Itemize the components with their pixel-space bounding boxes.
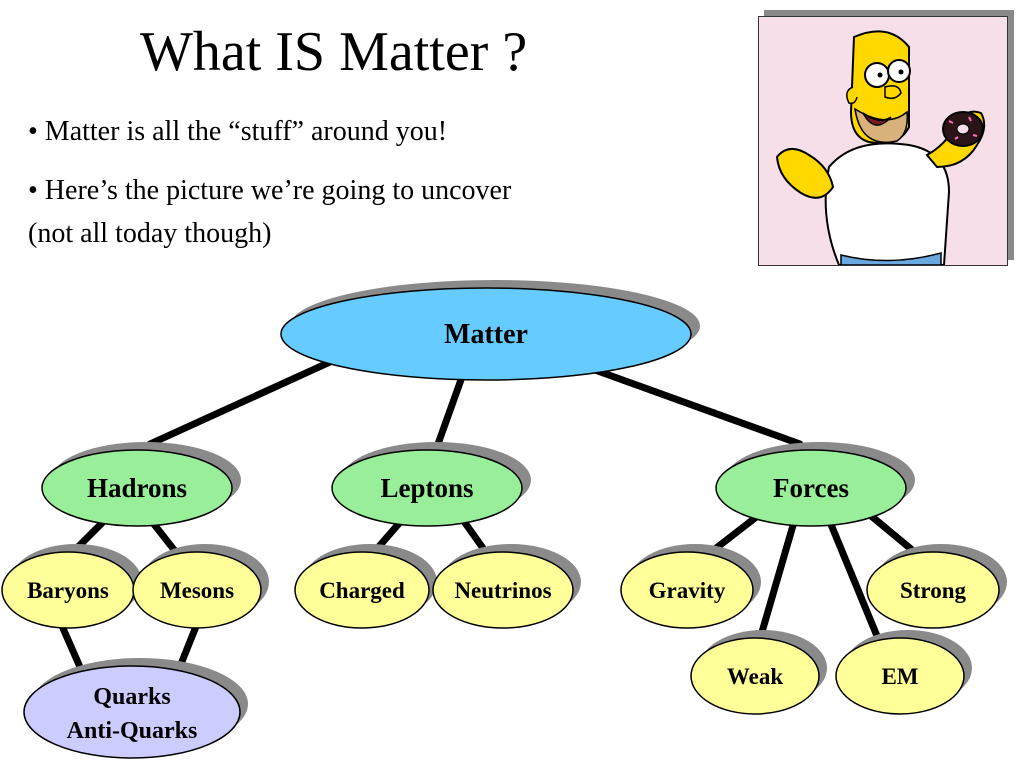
node-quarks: Quarks Anti-Quarks xyxy=(23,658,248,759)
node-weak-label: Weak xyxy=(727,664,783,689)
node-neutrinos-label: Neutrinos xyxy=(454,578,551,603)
node-forces-label: Forces xyxy=(773,473,849,503)
node-leptons: Leptons xyxy=(331,442,531,527)
diagram-connectors xyxy=(58,358,915,671)
cartoon-donut-illustration xyxy=(758,16,1008,266)
node-em-label: EM xyxy=(881,664,918,689)
node-gravity: Gravity xyxy=(620,544,761,629)
node-leptons-label: Leptons xyxy=(380,473,473,503)
node-strong: Strong xyxy=(866,544,1007,629)
node-hadrons-label: Hadrons xyxy=(87,473,187,503)
node-forces: Forces xyxy=(715,442,915,527)
node-mesons-label: Mesons xyxy=(160,578,234,603)
node-quarks-label: Quarks xyxy=(93,684,170,710)
node-charged-label: Charged xyxy=(319,578,405,603)
node-baryons-label: Baryons xyxy=(27,578,109,603)
node-baryons: Baryons xyxy=(1,544,142,629)
node-matter-label: Matter xyxy=(444,319,528,350)
node-charged: Charged xyxy=(294,544,437,629)
node-em: EM xyxy=(835,630,972,715)
node-weak: Weak xyxy=(690,630,827,715)
node-antiquarks-label: Anti-Quarks xyxy=(67,718,198,744)
node-matter: Matter xyxy=(280,280,700,381)
node-strong-label: Strong xyxy=(900,578,967,603)
node-hadrons: Hadrons xyxy=(41,442,241,527)
node-neutrinos: Neutrinos xyxy=(432,544,581,629)
node-mesons: Mesons xyxy=(132,544,269,629)
bullet-picture-note: (not all today though) xyxy=(28,218,272,249)
page-title: What IS Matter ? xyxy=(140,21,528,83)
bullet-matter-definition: • Matter is all the “stuff” around you! xyxy=(28,116,448,147)
node-gravity-label: Gravity xyxy=(649,578,726,603)
bullet-picture-intro: • Here’s the picture we’re going to unco… xyxy=(28,175,512,206)
